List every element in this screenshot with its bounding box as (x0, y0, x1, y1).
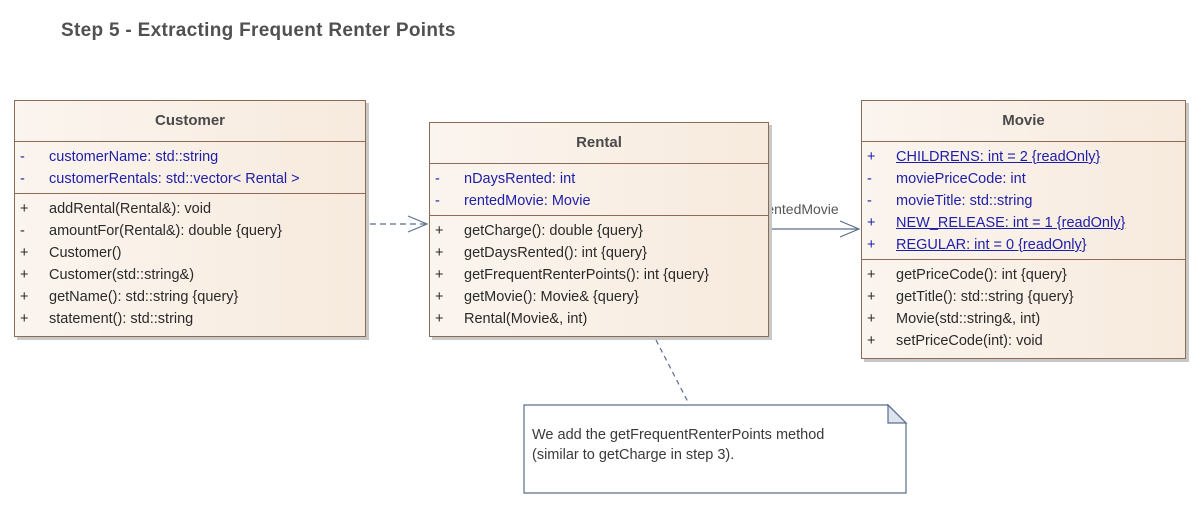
visibility-marker: + (435, 267, 444, 283)
visibility-marker: - (867, 171, 872, 187)
operation-text: amountFor(Rental&): double {query} (49, 223, 282, 239)
visibility-marker: + (867, 215, 876, 231)
operation-text: getFrequentRenterPoints(): int {query} (464, 267, 710, 283)
attribute-text: customerName: std::string (49, 149, 219, 165)
operation-text: getTitle(): std::string {query} (896, 289, 1074, 305)
attributes-compartment: - nDaysRented: int - rentedMovie: Movie (430, 164, 768, 216)
operation-text: getPriceCode(): int {query} (896, 267, 1067, 283)
visibility-marker: - (20, 149, 25, 165)
visibility-marker: + (20, 311, 29, 327)
note-line: We add the getFrequentRenterPoints metho… (532, 427, 825, 443)
visibility-marker: + (435, 223, 444, 239)
operation-row: + Rental(Movie&, int) (430, 308, 768, 330)
operation-row: + getCharge(): double {query} (430, 220, 768, 242)
attribute-text: movieTitle: std::string (896, 193, 1033, 209)
operation-text: setPriceCode(int): void (896, 333, 1043, 349)
visibility-marker: + (435, 245, 444, 261)
operation-text: getMovie(): Movie& {query} (464, 289, 639, 305)
static-attribute-row: + NEW_RELEASE: int = 1 {readOnly} (862, 212, 1185, 234)
visibility-marker: + (20, 201, 29, 217)
visibility-marker: - (435, 171, 440, 187)
attribute-row: - movieTitle: std::string (862, 190, 1185, 212)
class-movie[interactable]: Movie + CHILDRENS: int = 2 {readOnly} - mo… (861, 100, 1186, 359)
class-rental[interactable]: Rental - nDaysRented: int - rentedMovie: M… (429, 122, 769, 337)
class-name: Movie (862, 101, 1185, 142)
operation-row: + getTitle(): std::string {query} (862, 286, 1185, 308)
visibility-marker: + (867, 311, 876, 327)
dependency-arrowhead (407, 215, 429, 233)
attribute-row: - moviePriceCode: int (862, 168, 1185, 190)
attribute-row: - rentedMovie: Movie (430, 190, 768, 212)
operations-compartment: + addRental(Rental&): void - amountFor(Ren… (15, 194, 365, 333)
operation-text: Rental(Movie&, int) (464, 311, 588, 327)
class-name: Rental (430, 123, 768, 164)
visibility-marker: - (867, 193, 872, 209)
operation-row: + getFrequentRenterPoints(): int {query} (430, 264, 768, 286)
operation-row: + getName(): std::string {query} (15, 286, 365, 308)
attributes-compartment: -customerName: std::string -customerRent… (15, 142, 365, 194)
visibility-marker: - (435, 193, 440, 209)
visibility-marker: + (20, 245, 29, 261)
attribute-text: moviePriceCode: int (896, 171, 1026, 187)
static-attribute-row: + CHILDRENS: int = 2 {readOnly} (862, 146, 1185, 168)
note-line: (similar to getCharge in step 3). (532, 447, 735, 463)
attribute-text: NEW_RELEASE: int = 1 {readOnly} (896, 215, 1126, 231)
diagram-title: Step 5 - Extracting Frequent Renter Poin… (61, 20, 456, 41)
operation-row: + getMovie(): Movie& {query} (430, 286, 768, 308)
operation-row: + getDaysRented(): int {query} (430, 242, 768, 264)
operations-compartment: + getPriceCode(): int {query} + getTitle()… (862, 260, 1185, 355)
operation-row: + Movie(std::string&, int) (862, 308, 1185, 330)
attribute-text: customerRentals: std::vector< Rental > (49, 171, 300, 187)
operation-row: - amountFor(Rental&): double {query} (15, 220, 365, 242)
attributes-compartment: + CHILDRENS: int = 2 {readOnly} - moviePri… (862, 142, 1185, 260)
operation-row: + statement(): std::string (15, 308, 365, 330)
visibility-marker: - (20, 171, 25, 187)
operation-row: + addRental(Rental&): void (15, 198, 365, 220)
operation-text: Customer(std::string&) (49, 267, 195, 283)
operation-row: + Customer() (15, 242, 365, 264)
visibility-marker: + (20, 267, 29, 283)
operation-row: + Customer(std::string&) (15, 264, 365, 286)
association-label: -rentedMovie (756, 201, 840, 217)
attribute-text: nDaysRented: int (464, 171, 576, 187)
operation-row: + setPriceCode(int): void (862, 330, 1185, 352)
visibility-marker: + (435, 289, 444, 305)
operation-row: + getPriceCode(): int {query} (862, 264, 1185, 286)
class-customer[interactable]: Customer -customerName: std::string -cus… (14, 100, 366, 337)
class-name: Customer (15, 101, 365, 142)
operation-text: getName(): std::string {query} (49, 289, 239, 305)
operation-text: statement(): std::string (49, 311, 194, 327)
visibility-marker: + (20, 289, 29, 305)
visibility-marker: + (867, 267, 876, 283)
note[interactable]: We add the getFrequentRenterPoints metho… (524, 405, 906, 493)
operation-text: Customer() (49, 245, 122, 261)
visibility-marker: + (867, 333, 876, 349)
note-shape (523, 403, 908, 494)
note-text: We add the getFrequentRenterPoints metho… (532, 425, 824, 465)
operation-text: addRental(Rental&): void (49, 201, 212, 217)
operation-text: getCharge(): double {query} (464, 223, 643, 239)
association-arrowhead (839, 220, 861, 238)
operation-text: Movie(std::string&, int) (896, 311, 1041, 327)
visibility-marker: + (867, 237, 876, 253)
visibility-marker: + (867, 289, 876, 305)
attribute-text: REGULAR: int = 0 {readOnly} (896, 237, 1087, 253)
static-attribute-row: + REGULAR: int = 0 {readOnly} (862, 234, 1185, 256)
visibility-marker: + (435, 311, 444, 327)
visibility-marker: - (20, 223, 25, 239)
attribute-text: CHILDRENS: int = 2 {readOnly} (896, 149, 1101, 165)
attribute-row: - customerRentals: std::vector< Rental > (15, 168, 365, 190)
visibility-marker: + (867, 149, 876, 165)
operations-compartment: + getCharge(): double {query} + getDaysRen… (430, 216, 768, 333)
attribute-row: - customerName: std::string (15, 146, 365, 168)
attribute-text: rentedMovie: Movie (464, 193, 591, 209)
attribute-row: - nDaysRented: int (430, 168, 768, 190)
note-anchor-line (655, 339, 690, 405)
operation-text: getDaysRented(): int {query} (464, 245, 647, 261)
